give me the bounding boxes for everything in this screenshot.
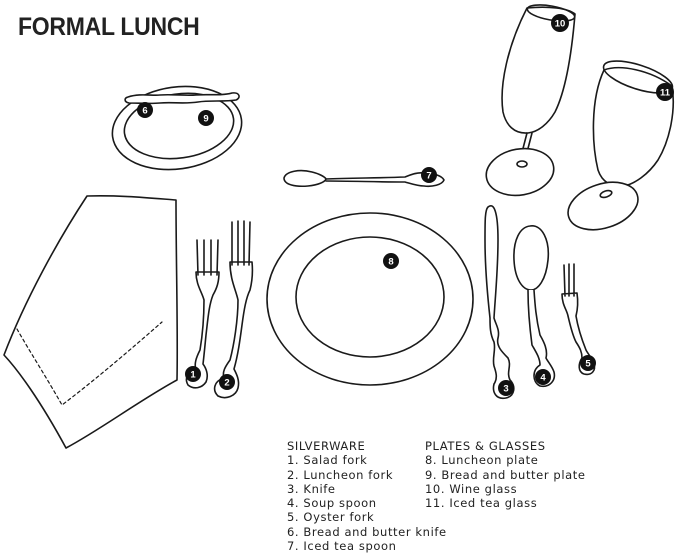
legend-item: 8. Luncheon plate [425, 453, 539, 468]
legend-item: 10. Wine glass [425, 481, 518, 496]
legend-heading: SILVERWARE [287, 439, 366, 453]
salad-fork [185, 239, 220, 389]
badge-soup-spoon: 4 [535, 369, 551, 385]
legend-item: 1. Salad fork [287, 453, 368, 468]
legend-item: 5. Oyster fork [287, 510, 375, 525]
badge-knife: 3 [498, 380, 514, 396]
badge-label: 8 [388, 257, 393, 268]
napkin [3, 195, 179, 449]
badge-tea-glass: 11 [656, 83, 674, 101]
iced-tea-spoon [283, 169, 445, 188]
badge-luncheon-fork: 2 [219, 374, 235, 390]
butter-knife [124, 92, 240, 105]
badge-label: 5 [585, 359, 591, 370]
bread-plate [111, 85, 243, 171]
badge-label: 6 [142, 106, 147, 117]
badge-luncheon-plate: 8 [383, 253, 399, 269]
legend-item: 7. Iced tea spoon [287, 539, 397, 554]
soup-spoon [513, 225, 556, 388]
badge-oyster-fork: 5 [580, 355, 596, 371]
badge-label: 1 [190, 370, 196, 381]
iced-tea-glass [567, 60, 675, 231]
wine-glass [485, 4, 576, 197]
legend-heading: PLATES & GLASSES [425, 439, 546, 453]
badge-label: 9 [203, 114, 208, 125]
luncheon-plate [266, 212, 474, 386]
legend-item: 4. Soup spoon [287, 496, 377, 511]
silverware-legend: SILVERWARE 1. Salad fork 2. Luncheon for… [287, 439, 447, 553]
badge-bread-plate: 9 [198, 110, 214, 126]
badge-tea-spoon: 7 [421, 167, 437, 183]
luncheon-fork [213, 220, 254, 399]
legend-item: 2. Luncheon fork [287, 467, 394, 482]
legend-item: 11. Iced tea glass [425, 496, 538, 511]
knife [484, 205, 515, 400]
badge-wine-glass: 10 [551, 14, 569, 32]
badge-label: 2 [224, 378, 229, 389]
badge-label: 4 [540, 373, 546, 384]
badge-label: 7 [426, 171, 431, 182]
badge-label: 11 [660, 88, 671, 99]
page-title: FORMAL LUNCH [18, 13, 200, 41]
legend-item: 6. Bread and butter knife [287, 524, 447, 539]
badge-label: 3 [503, 384, 508, 395]
badge-label: 10 [555, 19, 566, 30]
legend-item: 9. Bread and butter plate [425, 467, 586, 482]
badge-butter-knife: 6 [137, 102, 153, 118]
badge-salad-fork: 1 [185, 366, 201, 382]
legend-item: 3. Knife [287, 481, 336, 496]
plates-glasses-legend: PLATES & GLASSES 8. Luncheon plate 9. Br… [425, 439, 586, 510]
